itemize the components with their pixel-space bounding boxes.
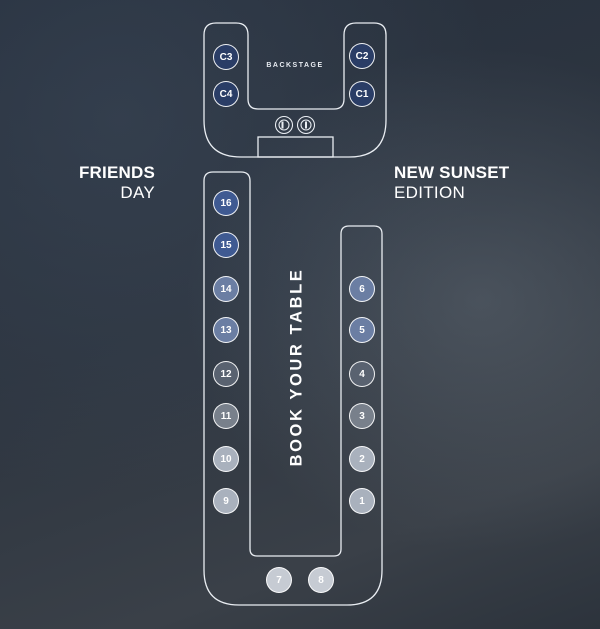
main-floor-area — [203, 171, 383, 606]
table-14[interactable]: 14 — [213, 276, 239, 302]
speaker-icon — [274, 115, 294, 135]
book-your-table-text: BOOK YOUR TABLE — [287, 267, 306, 467]
table-c4[interactable]: C4 — [213, 81, 239, 107]
table-1[interactable]: 1 — [349, 488, 375, 514]
table-c3[interactable]: C3 — [213, 44, 239, 70]
event-subtitle-line2: EDITION — [394, 183, 466, 202]
dj-booth — [257, 136, 334, 158]
table-5[interactable]: 5 — [349, 317, 375, 343]
table-6[interactable]: 6 — [349, 276, 375, 302]
table-c1[interactable]: C1 — [349, 81, 375, 107]
table-4[interactable]: 4 — [349, 361, 375, 387]
table-13[interactable]: 13 — [213, 317, 239, 343]
speaker-icon — [296, 115, 316, 135]
table-10[interactable]: 10 — [213, 446, 239, 472]
event-title-new-sunset: NEW SUNSET EDITION — [394, 163, 509, 203]
table-15[interactable]: 15 — [213, 232, 239, 258]
backstage-area — [203, 22, 387, 158]
table-2[interactable]: 2 — [349, 446, 375, 472]
table-3[interactable]: 3 — [349, 403, 375, 429]
event-subtitle-line1: NEW SUNSET — [394, 163, 510, 182]
backstage-label: BACKSTAGE — [266, 62, 324, 69]
table-7[interactable]: 7 — [266, 567, 292, 593]
table-12[interactable]: 12 — [213, 361, 239, 387]
event-title-friends-day: FRIENDS DAY — [75, 163, 155, 203]
table-9[interactable]: 9 — [213, 488, 239, 514]
table-11[interactable]: 11 — [213, 403, 239, 429]
table-16[interactable]: 16 — [213, 190, 239, 216]
event-title-line1: FRIENDS — [78, 163, 155, 182]
event-title-line2: DAY — [120, 183, 155, 202]
table-c2[interactable]: C2 — [349, 43, 375, 69]
table-8[interactable]: 8 — [308, 567, 334, 593]
